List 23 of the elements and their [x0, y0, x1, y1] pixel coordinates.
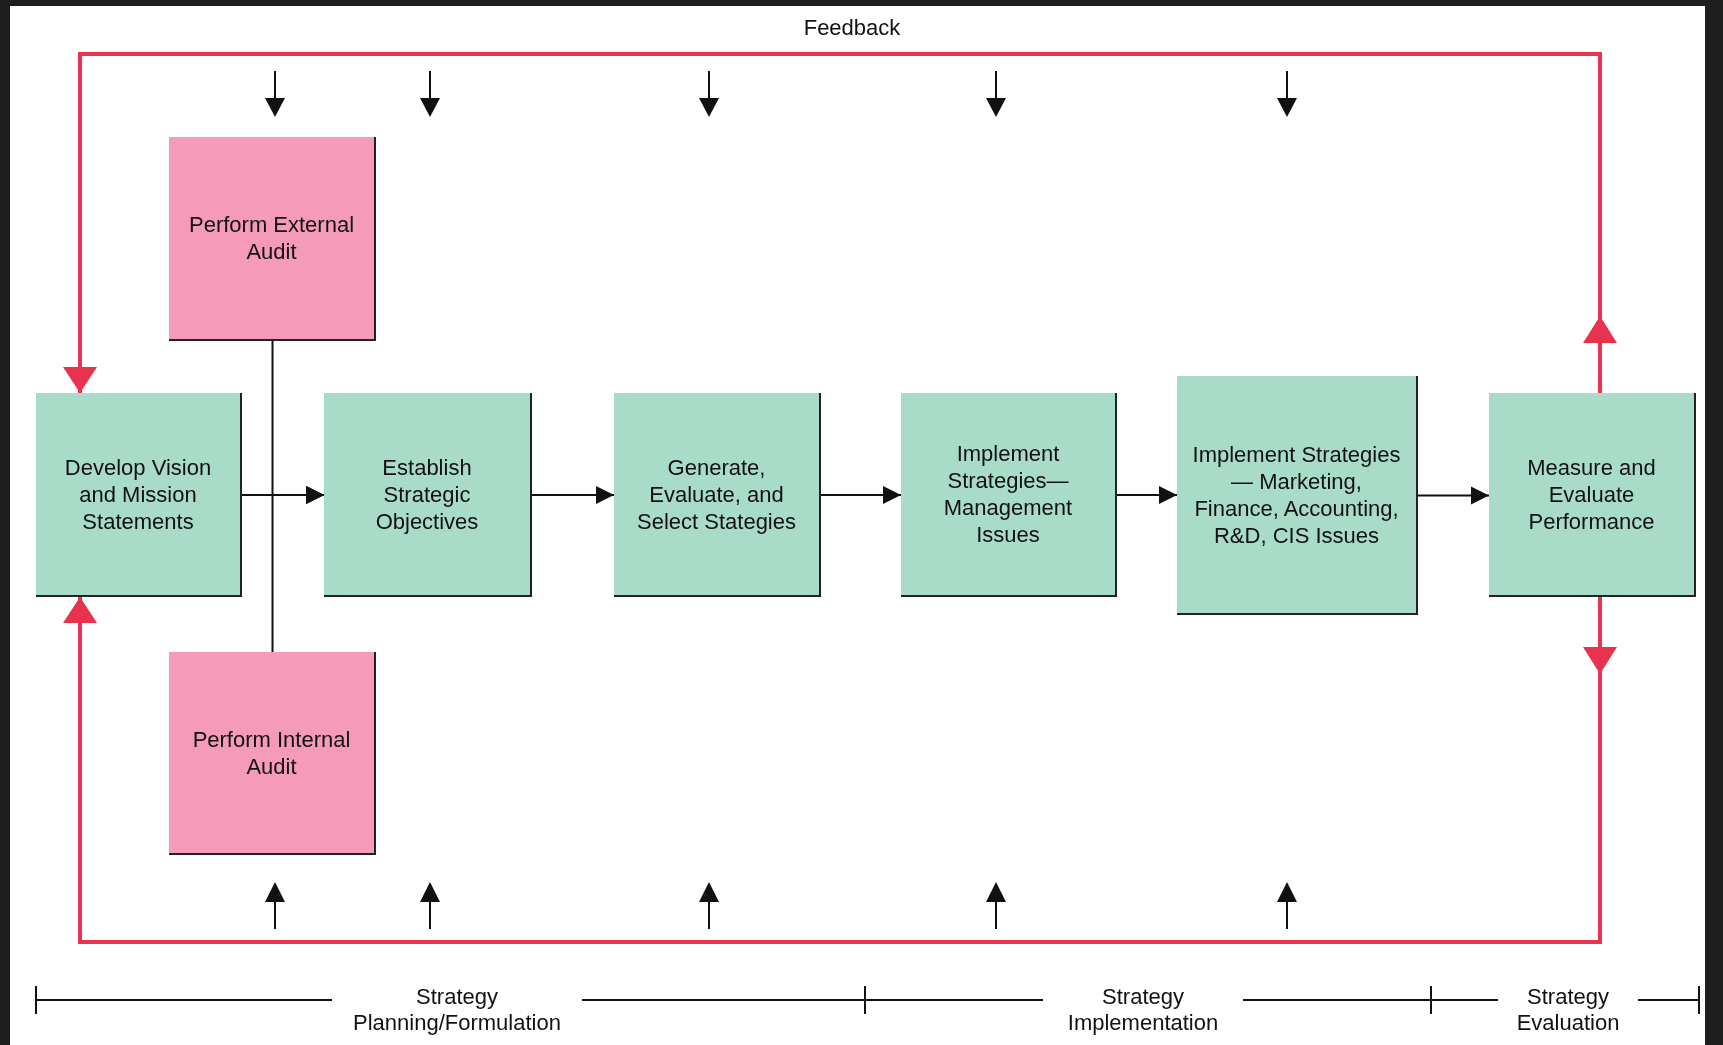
process-box [901, 393, 1117, 597]
box-label: Implement Strategies— Management Issues [942, 440, 1074, 548]
feedback-arrow [63, 597, 1617, 944]
process-box [169, 137, 376, 341]
box-label: Perform External Audit [187, 211, 356, 265]
arrow [271, 486, 325, 653]
process-box [169, 652, 376, 855]
process-box [36, 393, 242, 597]
feedback-arrow [63, 52, 1617, 393]
process-box [1177, 376, 1418, 615]
box-label: Measure and Evaluate Performance [1526, 453, 1657, 535]
box-label: Establish Strategic Objectives [374, 453, 480, 535]
arrow [1417, 486, 1490, 505]
box-label: Generate, Evaluate, and Select Stategies [636, 453, 797, 535]
process-box [324, 393, 532, 597]
process-box [614, 393, 821, 597]
process-box [1489, 393, 1696, 597]
arrow [1116, 486, 1178, 504]
arrow [820, 486, 902, 504]
arrow [531, 486, 615, 504]
box-label: Implement Strategies— Marketing, Finance, Accounting, R&D, CIS Issues [1191, 440, 1402, 549]
box-label: Perform Internal Audit [191, 725, 352, 780]
box-label: Develop Vision and Mission Statements [63, 453, 213, 535]
